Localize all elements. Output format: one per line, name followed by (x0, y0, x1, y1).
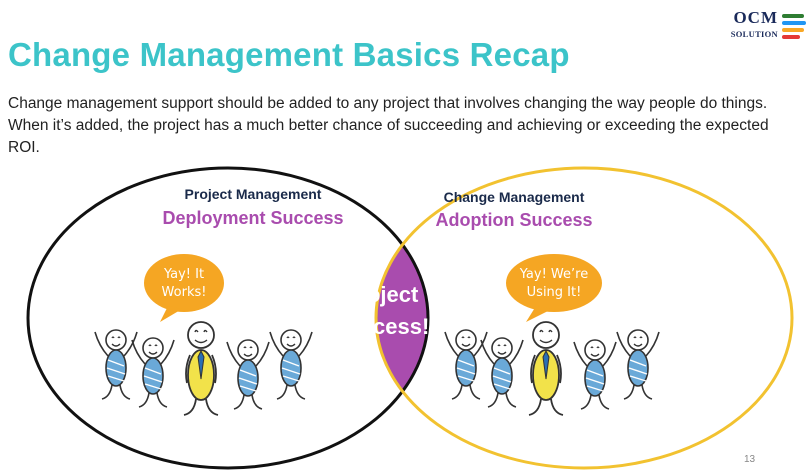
right-people-group (444, 321, 660, 416)
right-subheading: Adoption Success (435, 210, 592, 230)
right-bubble-line1: Yay! We’re (519, 267, 588, 282)
center-label-line2: Success! (333, 314, 430, 339)
person-figure (480, 337, 524, 408)
logo-bar-blue (782, 21, 806, 25)
right-heading: Change Management (444, 189, 585, 205)
person-figure (616, 329, 660, 400)
logo-bar-green (782, 14, 804, 18)
person-figure-leader (183, 321, 219, 416)
logo-bar-yellow (782, 28, 804, 32)
logo-bar-red (782, 35, 800, 39)
ocm-solution-logo: OCM SOLUTION (726, 4, 808, 46)
slide-title: Change Management Basics Recap (8, 36, 570, 73)
logo-ocm-text: OCM (733, 8, 778, 27)
left-bubble-line1: Yay! It (163, 267, 204, 282)
right-bubble-line2: Using It! (527, 285, 582, 300)
page-number: 13 (744, 454, 756, 465)
logo-solution-text: SOLUTION (730, 29, 778, 39)
venn-left-circle (26, 166, 430, 470)
left-subheading: Deployment Success (162, 208, 343, 228)
person-figure (226, 339, 270, 410)
venn-diagram: Project Management Deployment Success Ch… (26, 166, 794, 470)
left-bubble-line2: Works! (162, 285, 207, 300)
person-figure (94, 329, 138, 400)
person-figure (131, 337, 175, 408)
person-figure-leader (528, 321, 564, 416)
person-figure (573, 339, 617, 410)
intro-paragraph: Change management support should be adde… (8, 95, 769, 156)
left-speech-bubble: Yay! It Works! (144, 254, 224, 322)
left-people-group (94, 321, 313, 416)
right-speech-bubble: Yay! We’re Using It! (506, 254, 602, 322)
person-figure (269, 329, 313, 400)
venn-right-circle (374, 166, 794, 470)
center-label-line1: Project (344, 282, 419, 307)
left-heading: Project Management (185, 186, 322, 202)
